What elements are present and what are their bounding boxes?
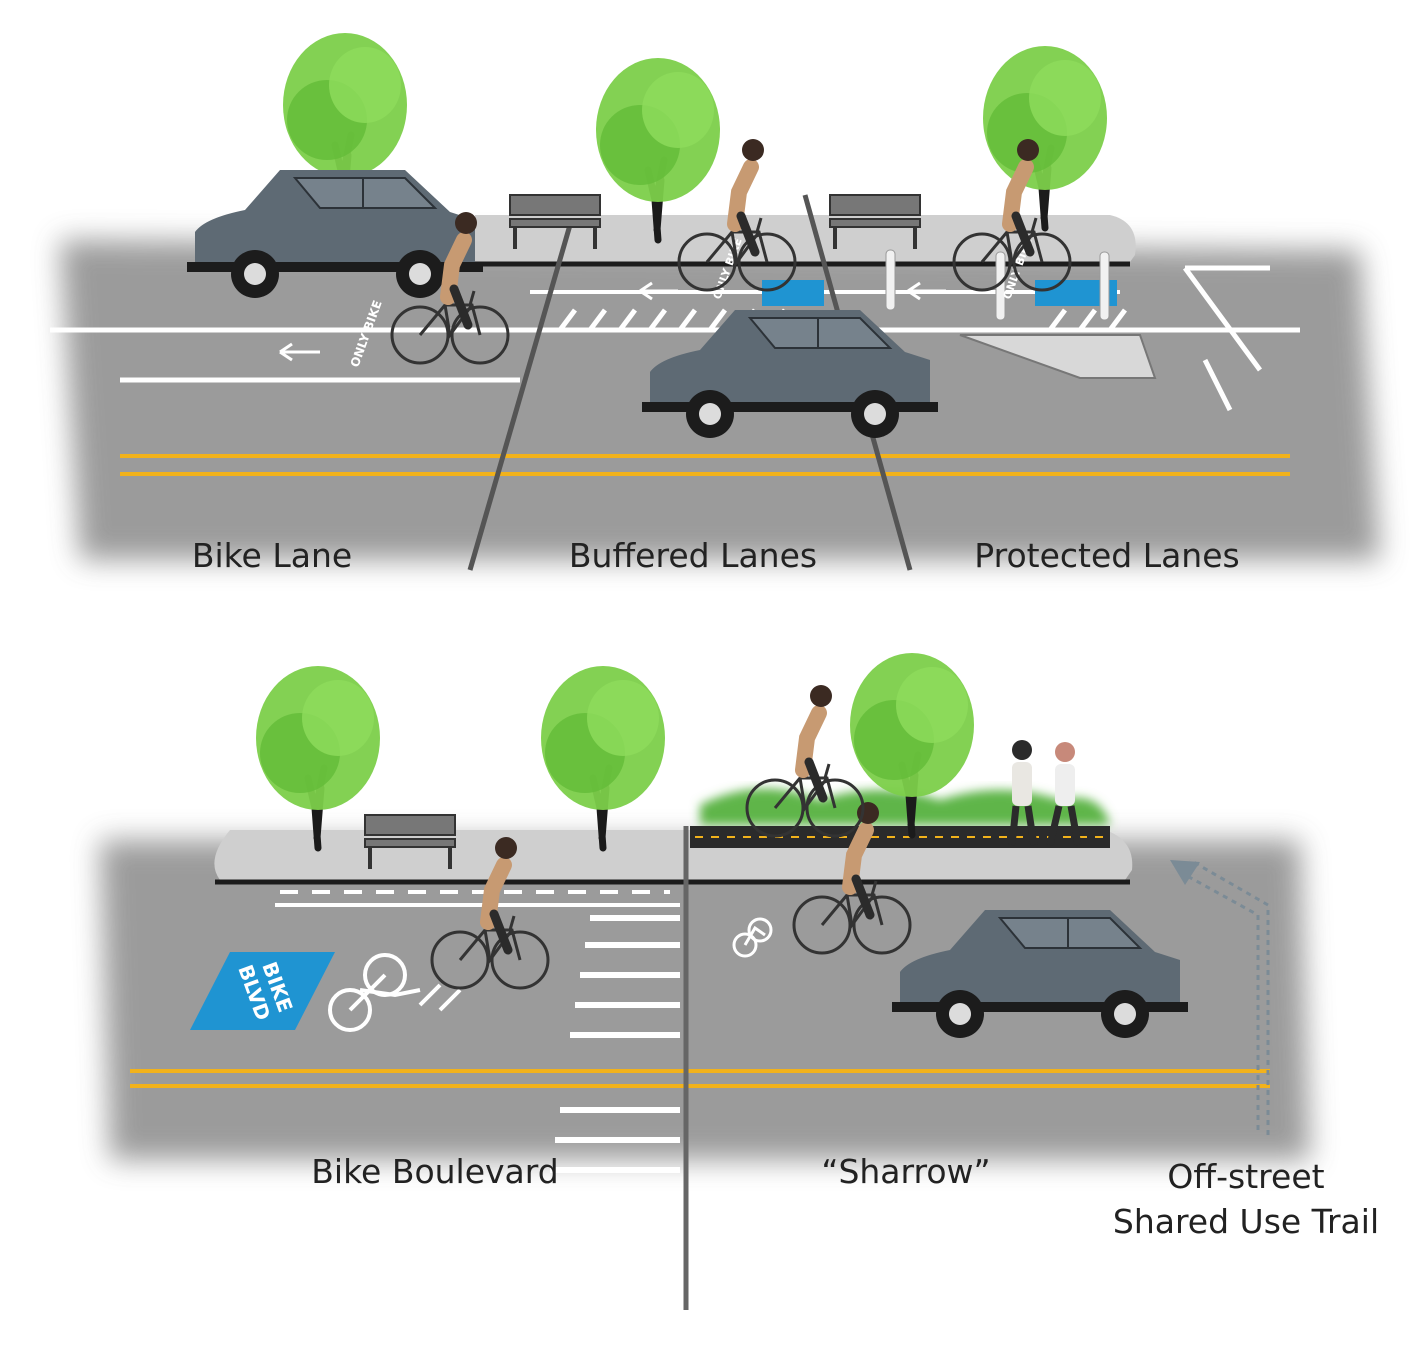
label-bike-lane: Bike Lane — [191, 536, 353, 575]
label-bike-boulevard: Bike Boulevard — [311, 1152, 559, 1191]
tree — [256, 666, 380, 848]
parking-line — [1182, 265, 1270, 412]
top-street-panel: ONLY BIKE ONLY BIKE ONLY BIKE — [50, 33, 1380, 571]
protected-lane-island — [959, 334, 1157, 379]
top-sidewalk — [475, 215, 1136, 262]
label-off-street-line1: Off-street — [1167, 1157, 1325, 1196]
tree — [596, 58, 720, 240]
pedestrians — [1008, 740, 1082, 846]
panel-divider — [467, 224, 573, 571]
bike-blvd-marking: BIKE BLVD — [190, 952, 335, 1030]
tree — [983, 46, 1107, 228]
label-protected-lanes: Protected Lanes — [974, 536, 1240, 575]
bike-symbol-marking — [328, 953, 462, 1032]
blue-bike-box — [762, 280, 824, 306]
label-sharrow: “Sharrow” — [821, 1152, 991, 1191]
bottom-street-panel: BIKE BLVD — [100, 653, 1310, 1310]
bollards — [885, 249, 1110, 321]
label-buffered-lanes: Buffered Lanes — [568, 536, 818, 575]
crosswalk — [550, 915, 680, 1173]
shared-use-trail — [690, 826, 1110, 848]
label-off-street-line2: Shared Use Trail — [1112, 1201, 1380, 1241]
label-off-street-trail: Off-street Shared Use Trail — [1086, 1155, 1406, 1244]
arrow-head — [1170, 860, 1200, 885]
lane-arrow — [279, 281, 946, 362]
tree — [541, 666, 665, 848]
trail-pointer-arrow — [1179, 858, 1270, 1135]
